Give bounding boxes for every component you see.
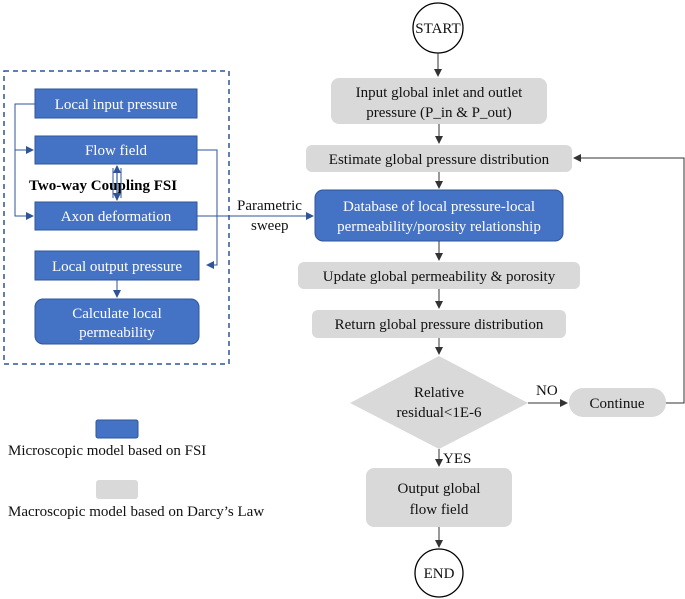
end-node: END <box>414 548 464 598</box>
estimate-global-pressure-box: Estimate global pressure distribution <box>306 145 572 172</box>
output-line2: flow field <box>410 502 469 518</box>
legend-macro-label: Macroscopic model based on Darcy’s Law <box>8 504 264 520</box>
start-node: START <box>412 2 464 54</box>
local-output-pressure-box: Local output pressure <box>34 250 200 281</box>
database-line1: Database of local pressure-local <box>343 199 535 215</box>
database-line2: permeability/porosity relationship <box>337 219 541 235</box>
input-line2: pressure (P_in & P_out) <box>366 105 511 121</box>
microscopic-frame <box>3 70 230 365</box>
output-global-flow-box: Output global flow field <box>366 468 512 527</box>
update-label: Update global permeability & porosity <box>323 269 556 285</box>
decision-line1: Relative <box>414 385 464 401</box>
calc-perm-line1: Calculate local <box>72 306 162 322</box>
database-box: Database of local pressure-local permeab… <box>314 189 564 242</box>
start-label: START <box>415 21 460 37</box>
return-global-pressure-box: Return global pressure distribution <box>312 310 566 338</box>
return-label: Return global pressure distribution <box>335 317 544 333</box>
yes-label: YES <box>443 451 471 467</box>
decision-line2: residual<1E-6 <box>396 405 482 421</box>
parametric-label-1: Parametric <box>237 198 302 214</box>
no-label: NO <box>536 383 558 399</box>
micro-connectors <box>14 103 314 298</box>
axon-deformation-label: Axon deformation <box>61 209 172 225</box>
loop-back-connector <box>573 154 685 404</box>
residual-decision-diamond: Relative residual<1E-6 <box>350 356 528 449</box>
parametric-label-2: sweep <box>251 218 289 234</box>
update-global-permeability-box: Update global permeability & porosity <box>298 262 580 289</box>
local-input-pressure-label: Local input pressure <box>55 97 178 113</box>
local-output-pressure-label: Local output pressure <box>52 259 182 275</box>
axon-deformation-box: Axon deformation <box>34 201 198 231</box>
estimate-label: Estimate global pressure distribution <box>329 152 550 168</box>
end-label: END <box>424 566 455 582</box>
continue-label: Continue <box>590 396 645 412</box>
flow-field-box: Flow field <box>34 135 198 165</box>
legend-macro: Macroscopic model based on Darcy’s Law <box>8 480 264 520</box>
two-way-coupling-label: Two-way Coupling FSI <box>29 178 177 194</box>
legend-macro-swatch <box>96 480 138 499</box>
flow-field-label: Flow field <box>85 143 148 159</box>
legend-micro-swatch <box>95 419 139 439</box>
calculate-local-permeability-box: Calculate local permeability <box>34 298 200 345</box>
calc-perm-line2: permeability <box>79 325 155 341</box>
input-line1: Input global inlet and outlet <box>356 85 523 101</box>
legend-micro: Microscopic model based on FSI <box>8 419 206 459</box>
legend-micro-label: Microscopic model based on FSI <box>8 443 206 459</box>
input-global-pressure-box: Input global inlet and outlet pressure (… <box>331 78 547 124</box>
local-input-pressure-box: Local input pressure <box>34 88 198 119</box>
continue-box: Continue <box>569 388 666 417</box>
output-line1: Output global <box>398 481 481 497</box>
